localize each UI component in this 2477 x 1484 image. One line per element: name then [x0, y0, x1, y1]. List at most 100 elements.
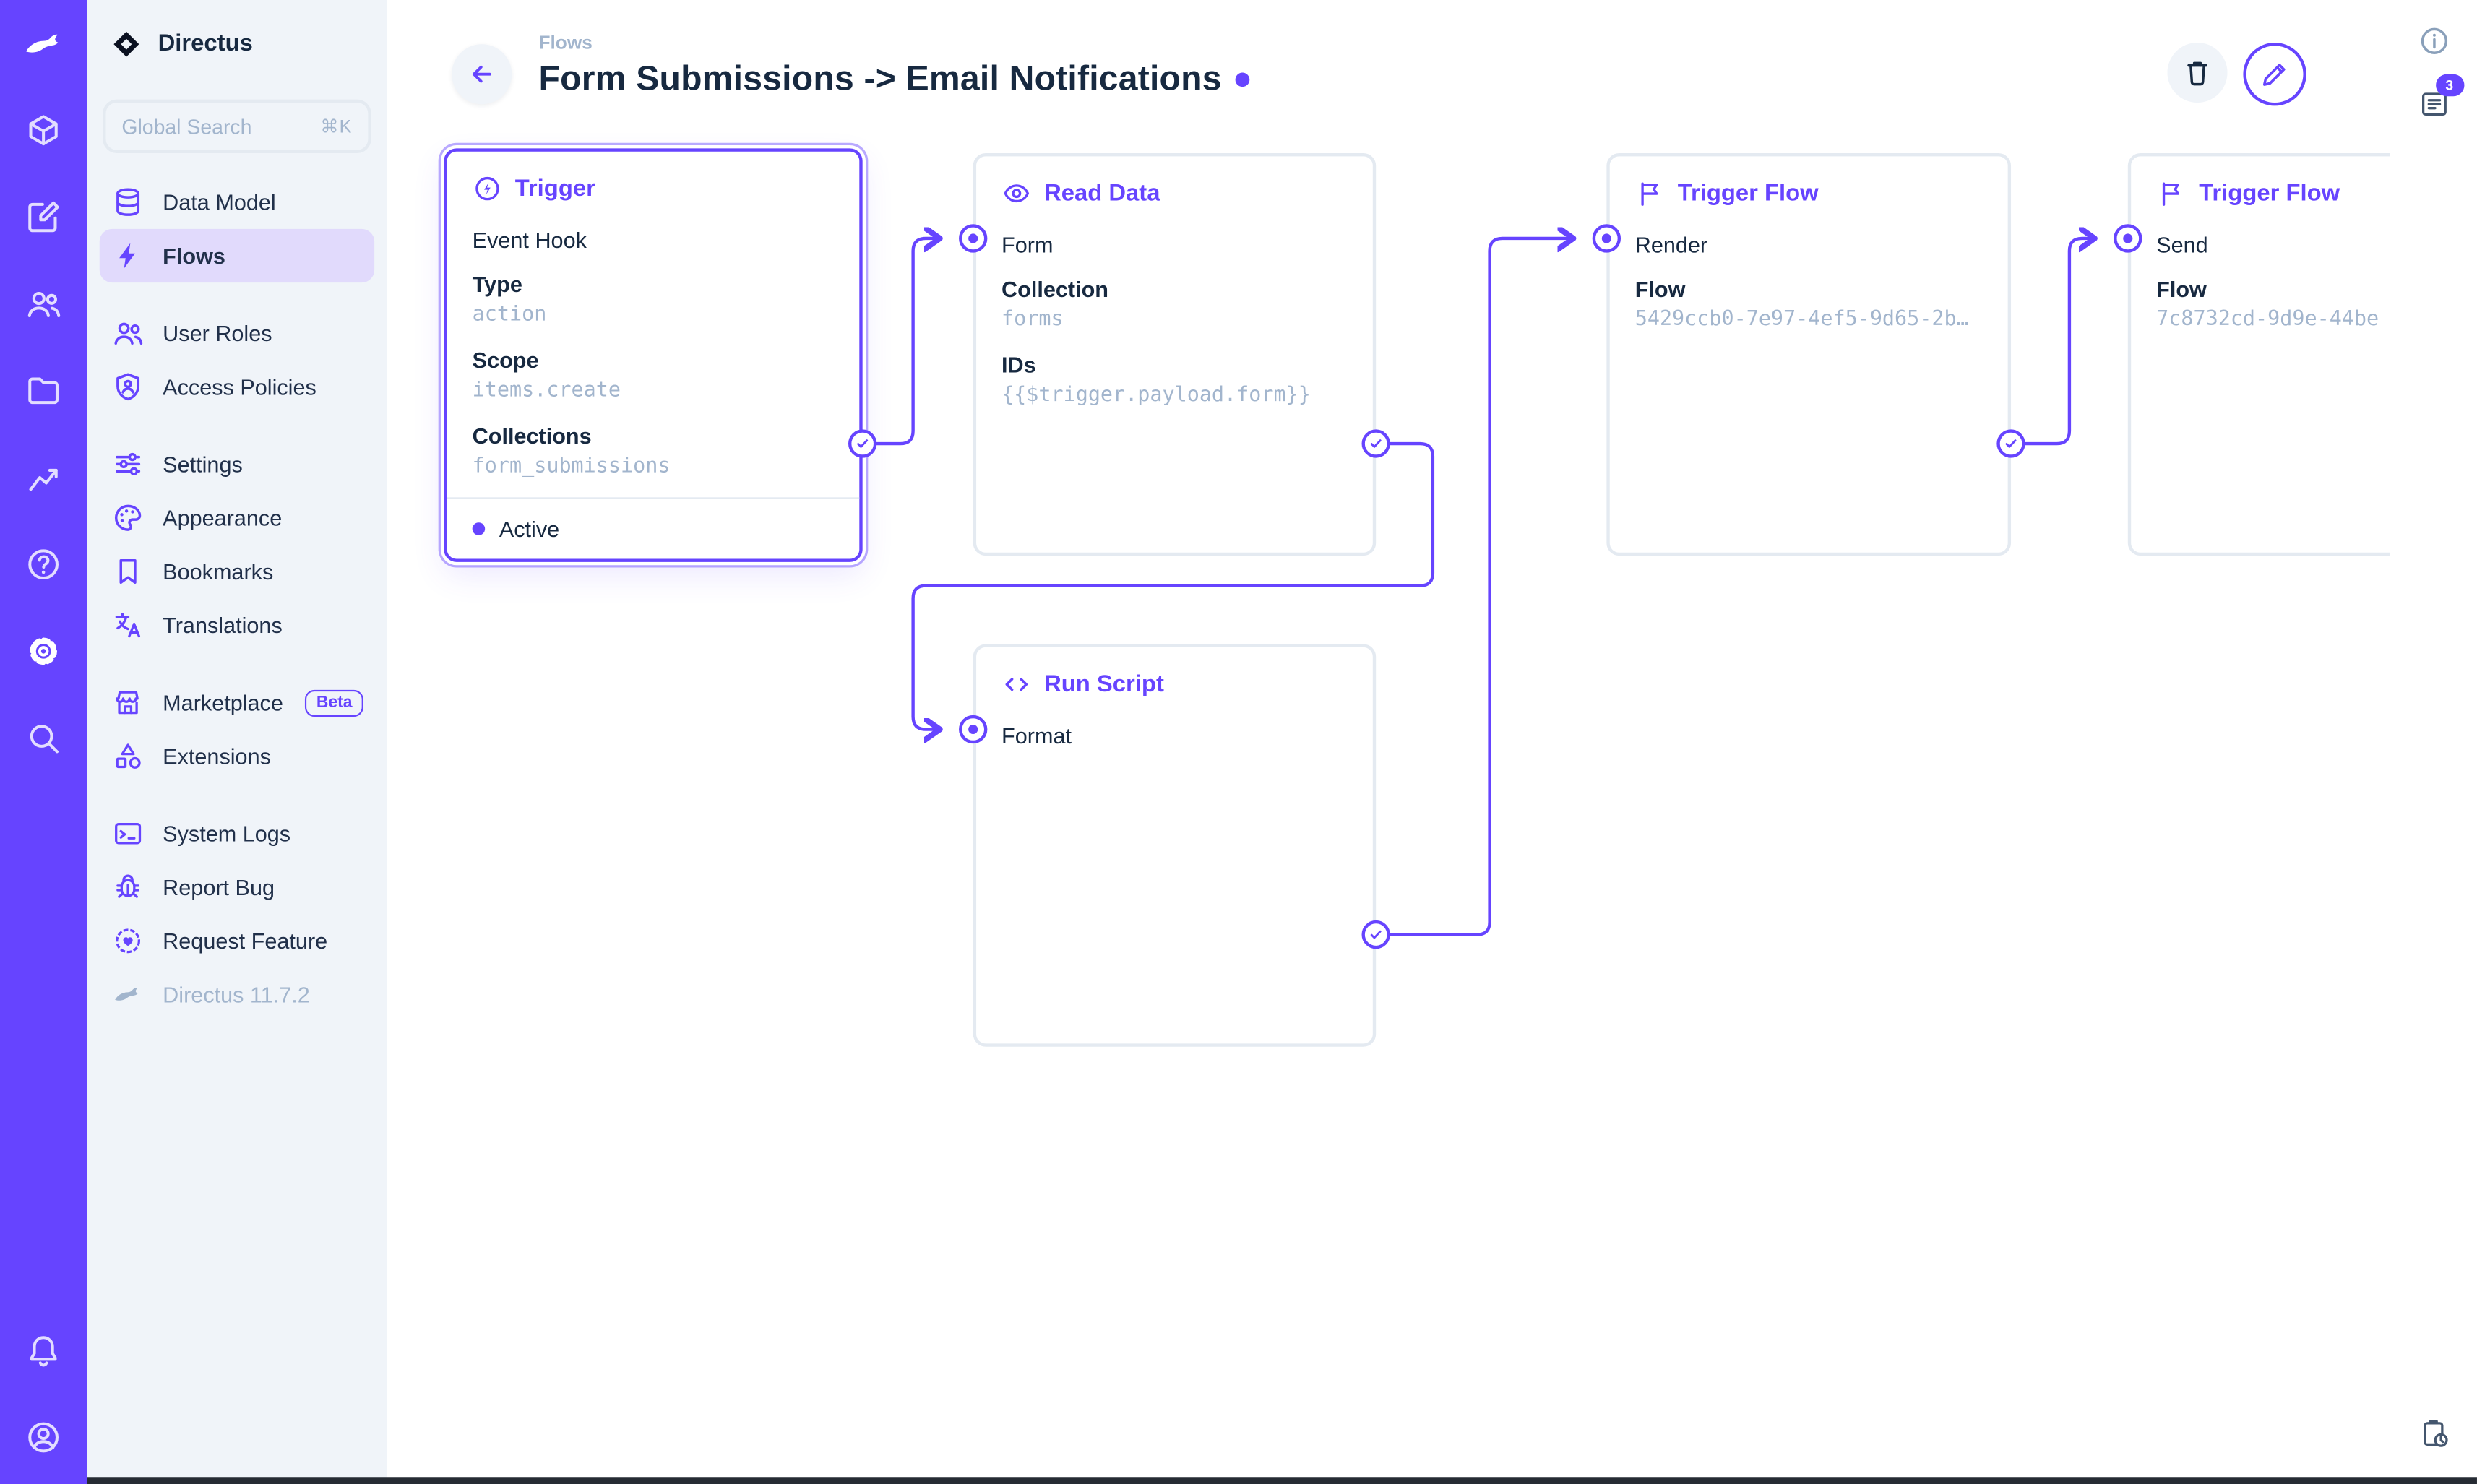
breadcrumb[interactable]: Flows [538, 31, 593, 54]
sidebar-item-access-policies[interactable]: Access Policies [100, 360, 374, 413]
global-search-input[interactable]: Global Search ⌘K [103, 99, 371, 153]
gear-icon [30, 637, 57, 665]
notifications-button[interactable] [0, 1307, 87, 1394]
notices-button[interactable]: 3 [2402, 73, 2465, 136]
sidebar-item-label: Extensions [163, 743, 271, 769]
input-connector-trigger-flow-render[interactable] [1592, 224, 1621, 253]
project-row[interactable]: Directus [87, 0, 387, 87]
account-button[interactable] [0, 1394, 87, 1480]
bolt-icon [119, 243, 135, 269]
module-file-library[interactable] [0, 348, 87, 434]
sidebar-item-user-roles[interactable]: User Roles [100, 306, 374, 360]
sidebar-item-label: Bookmarks [163, 558, 274, 584]
output-connector-read-data[interactable] [1361, 429, 1390, 458]
bug-icon [116, 874, 139, 898]
output-connector-run-script[interactable] [1361, 920, 1390, 949]
info-button[interactable] [2402, 9, 2465, 72]
module-settings[interactable] [0, 608, 87, 694]
flow-node-trigger[interactable]: Trigger Event Hook Type action Scope ite… [444, 148, 863, 562]
module-search[interactable] [0, 694, 87, 781]
beta-badge: Beta [305, 689, 363, 716]
sidebar-item-data-model[interactable]: Data Model [100, 176, 374, 229]
sidebar-item-label: User Roles [163, 320, 272, 346]
node-line: Event Hook [472, 227, 587, 253]
sidebar-item-request-feature[interactable]: Request Feature [100, 914, 374, 967]
input-connector-trigger-flow-send[interactable] [2114, 224, 2142, 253]
node-field: Collections form_submissions [473, 420, 835, 483]
sidebar-item-settings[interactable]: Settings [100, 437, 374, 491]
node-title-label: Run Script [1044, 670, 1164, 698]
help-icon [28, 549, 59, 580]
sidebar-item-flows[interactable]: Flows [99, 228, 375, 283]
info-icon [2420, 27, 2447, 54]
sidebar-item-extensions[interactable]: Extensions [100, 730, 374, 783]
node-title-label: Trigger Flow [1677, 180, 1819, 207]
pencil-icon [2262, 64, 2286, 86]
wire-run-script-to-trigger-flow-1 [1374, 238, 1573, 936]
sidebar-item-label: Marketplace [163, 689, 283, 715]
sidebar-item-marketplace[interactable]: Marketplace Beta [100, 676, 374, 729]
flow-logs-button[interactable] [2402, 1402, 2465, 1484]
sidebar-item-label: Access Policies [163, 374, 316, 400]
edit-flow-button[interactable] [2243, 42, 2306, 106]
sidebar-item-label: Settings [163, 451, 243, 477]
code-icon [1005, 678, 1028, 691]
module-content[interactable] [0, 87, 87, 173]
status-label: Active [499, 516, 560, 542]
delete-flow-button[interactable] [2167, 42, 2228, 103]
input-connector-run-script[interactable] [959, 715, 988, 744]
tune-icon [116, 452, 141, 475]
node-title-label: Read Data [1044, 180, 1160, 207]
activity-icon [29, 468, 58, 491]
flow-node-run-script[interactable]: Run Script Format [973, 644, 1377, 1047]
node-line: Send [2156, 232, 2208, 258]
sidebar-item-label: Flows [163, 243, 225, 269]
directus-logo[interactable] [0, 0, 87, 87]
sidebar-item-system-logs[interactable]: System Logs [100, 807, 374, 860]
module-editor[interactable] [0, 173, 87, 260]
node-field: Collection forms [1001, 273, 1348, 336]
check-icon [2005, 439, 2017, 448]
output-connector-trigger-flow-render[interactable] [1996, 429, 2025, 458]
flow-node-trigger-flow-render[interactable]: Trigger Flow Render Flow 5429ccb0-7e97-4… [1606, 152, 2012, 556]
node-header: Trigger Flow [1635, 178, 1983, 209]
module-bar-bottom [0, 1307, 87, 1484]
nav-divider [100, 652, 374, 676]
trash-icon [2187, 61, 2207, 86]
flow-node-read-data[interactable]: Read Data Form Collection forms IDs {{$t… [973, 152, 1377, 556]
check-icon [857, 439, 869, 448]
back-button[interactable] [452, 44, 512, 105]
header-actions [2167, 42, 2306, 106]
field-value: items.create [472, 379, 621, 403]
notifications-list-icon [2421, 92, 2446, 116]
module-insights[interactable] [0, 434, 87, 521]
flow-canvas[interactable]: Flows Form Submissions -> Email Notifica… [387, 0, 2390, 1484]
search-placeholder: Global Search [121, 114, 252, 139]
sidebar-item-translations[interactable]: Translations [100, 598, 374, 652]
flow-node-trigger-flow-send[interactable]: Trigger Flow Send Flow 7c8732cd-9d9e-44b… [2127, 152, 2390, 556]
node-line: Format [1001, 722, 1072, 749]
sidebar-item-bookmarks[interactable]: Bookmarks [100, 545, 374, 598]
output-connector-trigger[interactable] [848, 429, 877, 458]
field-label: Scope [472, 347, 539, 373]
field-value: form_submissions [472, 454, 671, 479]
project-logo-icon [113, 30, 139, 56]
node-field: IDs {{$trigger.payload.form}} [1001, 349, 1348, 412]
folder-icon [28, 377, 59, 405]
detail-sidebar: 3 [2390, 0, 2477, 1484]
sidebar-item-report-bug[interactable]: Report Bug [100, 860, 374, 914]
input-connector-read-data[interactable] [959, 224, 988, 253]
sidebar-item-label: Data Model [163, 189, 276, 215]
cube-icon [29, 115, 58, 146]
module-documentation[interactable] [0, 521, 87, 608]
node-header: Read Data [1001, 178, 1348, 209]
check-icon [1370, 439, 1382, 448]
module-user-directory[interactable] [0, 261, 87, 348]
sidebar-item-appearance[interactable]: Appearance [100, 491, 374, 545]
flag-icon [2162, 182, 2179, 206]
window-bottom-edge [87, 1477, 2477, 1484]
bookmark-icon [119, 558, 137, 584]
storefront-icon [116, 691, 139, 715]
field-label: Flow [1634, 276, 1686, 302]
people-icon [114, 322, 143, 345]
